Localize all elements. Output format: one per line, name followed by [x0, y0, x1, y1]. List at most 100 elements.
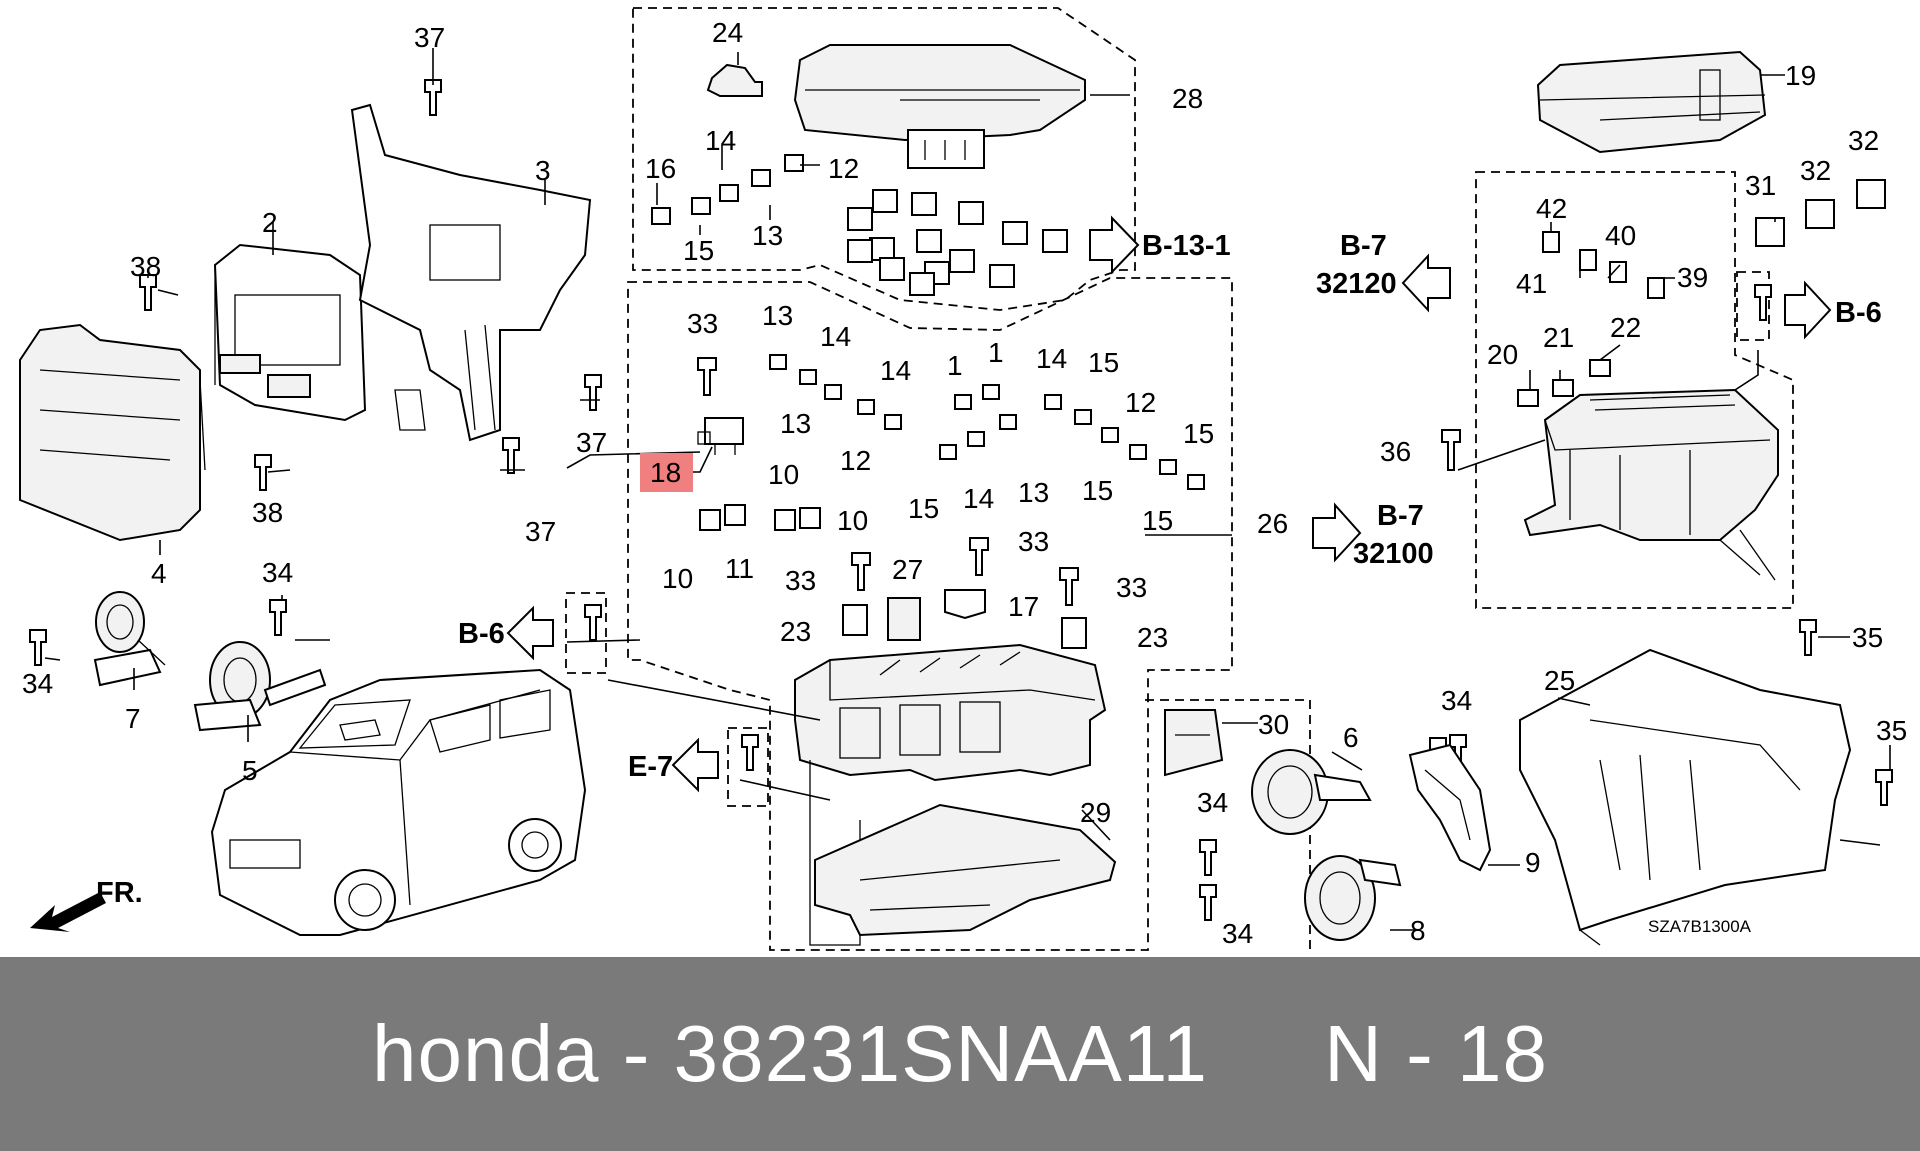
ref-e7: E-7 [628, 751, 673, 783]
ecu-bracket-part-3 [350, 103, 592, 442]
reference-arrows [506, 215, 1832, 793]
label-8: 8 [1410, 915, 1426, 946]
label-33: 33 [1116, 572, 1147, 603]
label-33: 33 [785, 565, 816, 596]
label-2: 2 [262, 207, 278, 238]
fuses-center [769, 354, 1205, 490]
label-11: 11 [725, 553, 754, 584]
horn-part-6 [1251, 749, 1372, 835]
label-35: 35 [1876, 715, 1907, 746]
relays-31-32 [1755, 179, 1886, 247]
bolt-36 [1441, 429, 1461, 471]
cover-part-24 [706, 63, 763, 97]
ecu-unit-part-2 [213, 243, 367, 422]
label-1: 1 [947, 350, 963, 381]
under-hood-fuse-box [1523, 388, 1779, 581]
fuse-box-body-part-26 [794, 643, 1107, 946]
label-23: 23 [780, 616, 811, 647]
fuse-box-cover-part-19 [1536, 50, 1767, 154]
label-4: 4 [151, 558, 167, 589]
ref-b7-top: B-7 [1340, 230, 1387, 262]
ref-b6-right: B-6 [1835, 297, 1882, 329]
label-23: 23 [1137, 622, 1168, 653]
part-number-caption: honda - 38231SNAA11 N - 18 [372, 1009, 1548, 1098]
label-41: 41 [1516, 268, 1547, 299]
label-25: 25 [1544, 665, 1575, 696]
bracket-part-25 [1519, 648, 1852, 946]
label-38: 38 [252, 497, 283, 528]
parts-diagram: FR. [19, 7, 1908, 951]
label-3: 3 [535, 155, 551, 186]
label-36: 36 [1380, 436, 1411, 467]
label-10: 10 [837, 505, 868, 536]
label-17: 17 [1008, 591, 1039, 622]
footer-bar: honda - 38231SNAA11 N - 18 [0, 957, 1920, 1151]
label-14: 14 [963, 483, 994, 514]
label-38: 38 [130, 251, 161, 282]
label-30: 30 [1258, 709, 1289, 740]
leader-lines [44, 48, 1891, 931]
label-32: 32 [1800, 155, 1831, 186]
ref-code-32120: 32120 [1316, 268, 1397, 300]
label-34: 34 [22, 668, 53, 699]
label-33: 33 [1018, 526, 1049, 557]
label-6: 6 [1343, 722, 1359, 753]
label-24: 24 [712, 17, 743, 48]
ref-b7-mid: B-7 [1377, 500, 1424, 532]
label-13: 13 [1018, 477, 1049, 508]
lower-cover-part-29 [814, 803, 1117, 937]
label-15: 15 [683, 235, 714, 266]
label-35: 35 [1852, 622, 1883, 653]
label-19: 19 [1785, 60, 1816, 91]
front-arrow-label: FR. [96, 877, 143, 909]
relays-23-27-17 [842, 589, 1087, 649]
horn-part-8 [1304, 855, 1402, 941]
label-13: 13 [780, 408, 811, 439]
label-28: 28 [1172, 83, 1203, 114]
label-14: 14 [820, 321, 851, 352]
label-27: 27 [892, 554, 923, 585]
label-34: 34 [1222, 918, 1253, 949]
label-39: 39 [1677, 262, 1708, 293]
label-14: 14 [1036, 343, 1067, 374]
label-34: 34 [262, 557, 293, 588]
cover-part-30 [1164, 709, 1224, 777]
label-10: 10 [768, 459, 799, 490]
label-10: 10 [662, 563, 693, 594]
relay-cluster-top [847, 189, 1068, 296]
label-5: 5 [242, 755, 258, 786]
label-12: 12 [840, 445, 871, 476]
label-33: 33 [687, 308, 718, 339]
label-34: 34 [1441, 685, 1472, 716]
label-12: 12 [1125, 387, 1156, 418]
relays-10-11 [699, 504, 821, 531]
label-32: 32 [1848, 125, 1879, 156]
ref-code-32100: 32100 [1353, 538, 1434, 570]
vehicle-illustration [210, 668, 587, 936]
label-14: 14 [880, 355, 911, 386]
label-13: 13 [762, 300, 793, 331]
label-18: 18 [650, 457, 681, 488]
bolts-33 [697, 357, 1079, 606]
label-7: 7 [125, 703, 141, 734]
label-40: 40 [1605, 220, 1636, 251]
label-15: 15 [1183, 418, 1214, 449]
label-37: 37 [525, 516, 556, 547]
diagram-svg: FR. [19, 7, 1907, 951]
label-15: 15 [1088, 347, 1119, 378]
label-34: 34 [1197, 787, 1228, 818]
label-15: 15 [1142, 505, 1173, 536]
ref-b13-1: B-13-1 [1142, 230, 1231, 262]
label-16: 16 [645, 153, 676, 184]
bracket-part-9 [1408, 743, 1492, 872]
label-29: 29 [1080, 797, 1111, 828]
label-31: 31 [1745, 170, 1776, 201]
label-21: 21 [1543, 322, 1574, 353]
fuse-box-cover-part-28 [793, 44, 1086, 169]
label-22: 22 [1610, 312, 1641, 343]
part-labels: 37 3 2 38 37 37 38 4 34 34 7 5 24 28 16 … [22, 17, 1907, 949]
ref-b6-left: B-6 [458, 618, 505, 650]
small-fuses-right [1517, 231, 1665, 407]
label-12: 12 [828, 153, 859, 184]
label-9: 9 [1525, 847, 1541, 878]
